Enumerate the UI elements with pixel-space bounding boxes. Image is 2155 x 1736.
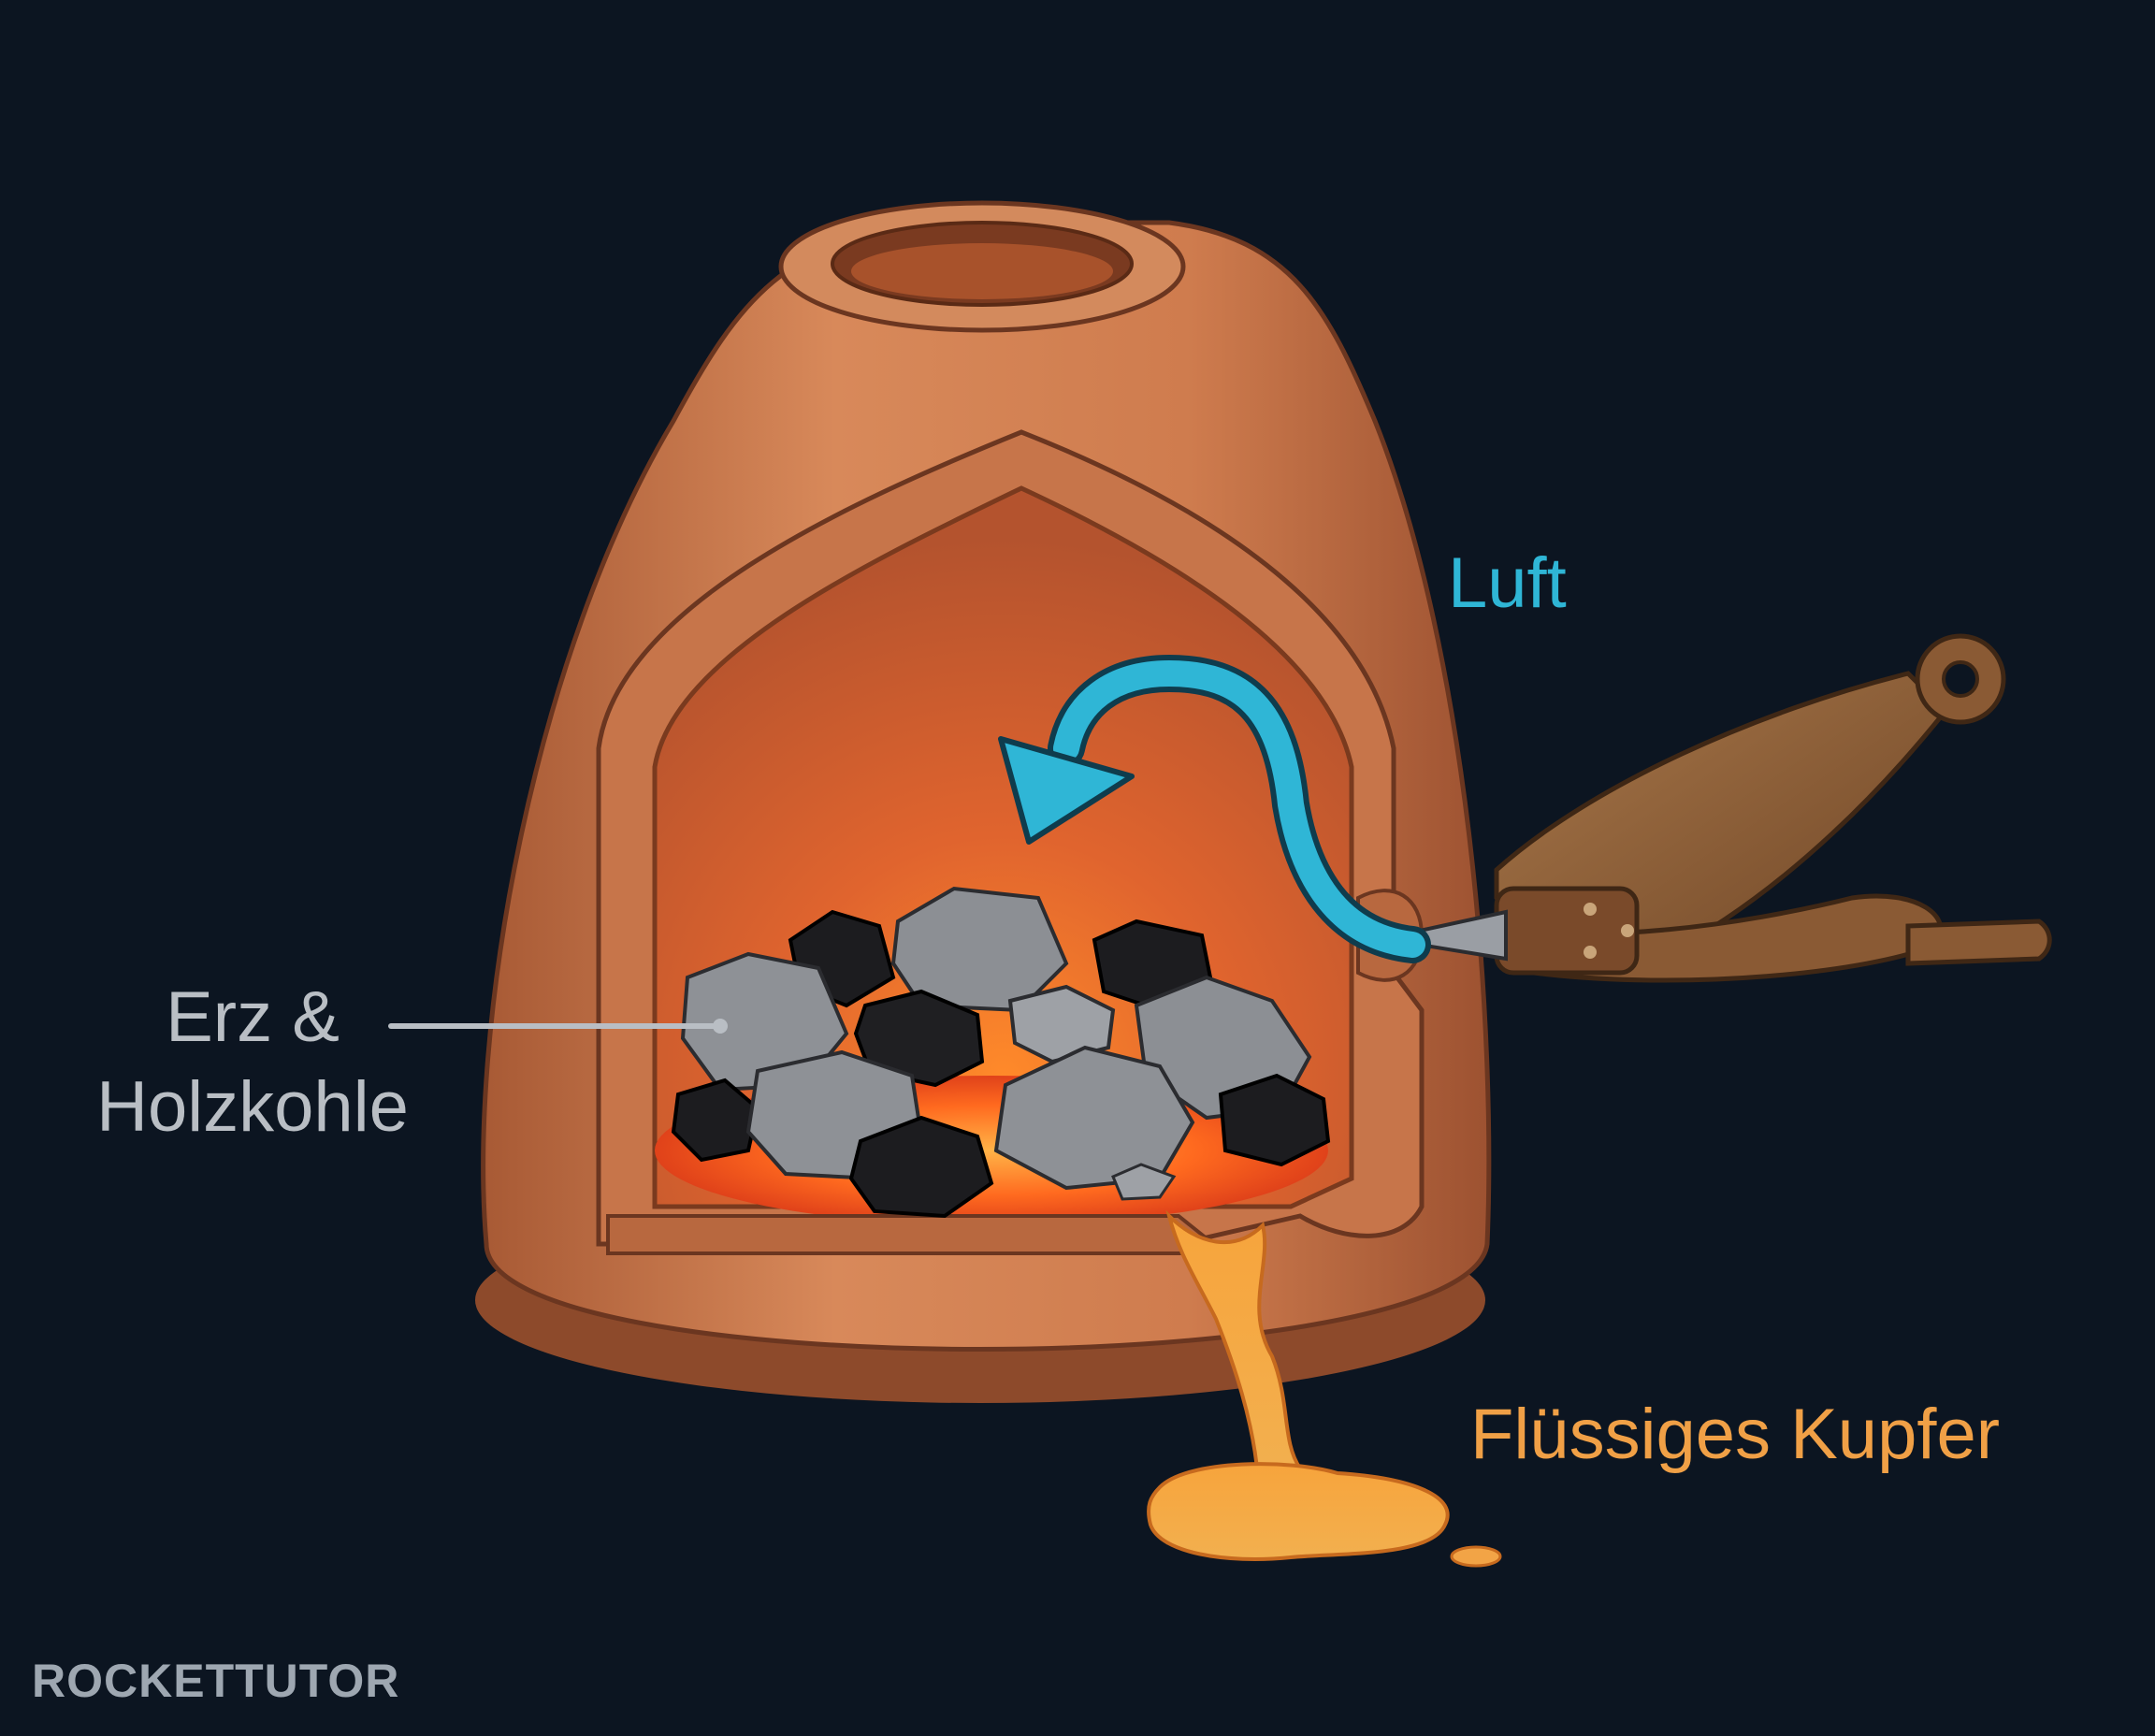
ore-rock	[1007, 984, 1116, 1064]
copper-droplet	[1450, 1545, 1502, 1568]
charcoal-lump	[671, 1078, 760, 1163]
ore-pebble	[1111, 1163, 1177, 1201]
air-arrow-head	[998, 736, 1135, 845]
copper-outflow	[1147, 1209, 1502, 1568]
air-arrow-shaft	[1053, 659, 1425, 958]
ore-rock	[993, 1045, 1195, 1191]
cutaway-ledge	[606, 1214, 1231, 1255]
ore-label-line-1: Erz &	[166, 977, 340, 1057]
bellows	[1418, 633, 2052, 983]
brand-logo: ROCKETTUTOR	[32, 1655, 400, 1707]
chimney-inner	[851, 243, 1113, 299]
copper-puddle	[1147, 1462, 1450, 1561]
ore-charcoal-pile	[671, 886, 1331, 1219]
liquid-copper-label: Flüssiges Kupfer	[1470, 1395, 2001, 1474]
bellows-handle-bottom	[1905, 919, 2052, 966]
rivet	[1584, 903, 1597, 916]
ore-rock	[890, 886, 1069, 1013]
ore-label-line-2: Holzkohle	[96, 1067, 409, 1147]
air-label: Luft	[1448, 543, 1567, 623]
ore-charcoal-label: Erz & Holzkohle	[75, 973, 430, 1152]
copper-stream	[1165, 1209, 1304, 1481]
charcoal-lump	[853, 989, 985, 1088]
rivet	[1621, 924, 1634, 937]
charcoal-lump	[848, 1115, 994, 1219]
charcoal-lump	[1218, 1073, 1331, 1167]
bellows-handle-hole	[1942, 660, 1979, 698]
bellows-collar	[1494, 886, 1640, 976]
rivet	[1584, 946, 1597, 959]
ore-leader-dot	[713, 1019, 728, 1034]
air-flow-arrow	[998, 654, 1431, 963]
